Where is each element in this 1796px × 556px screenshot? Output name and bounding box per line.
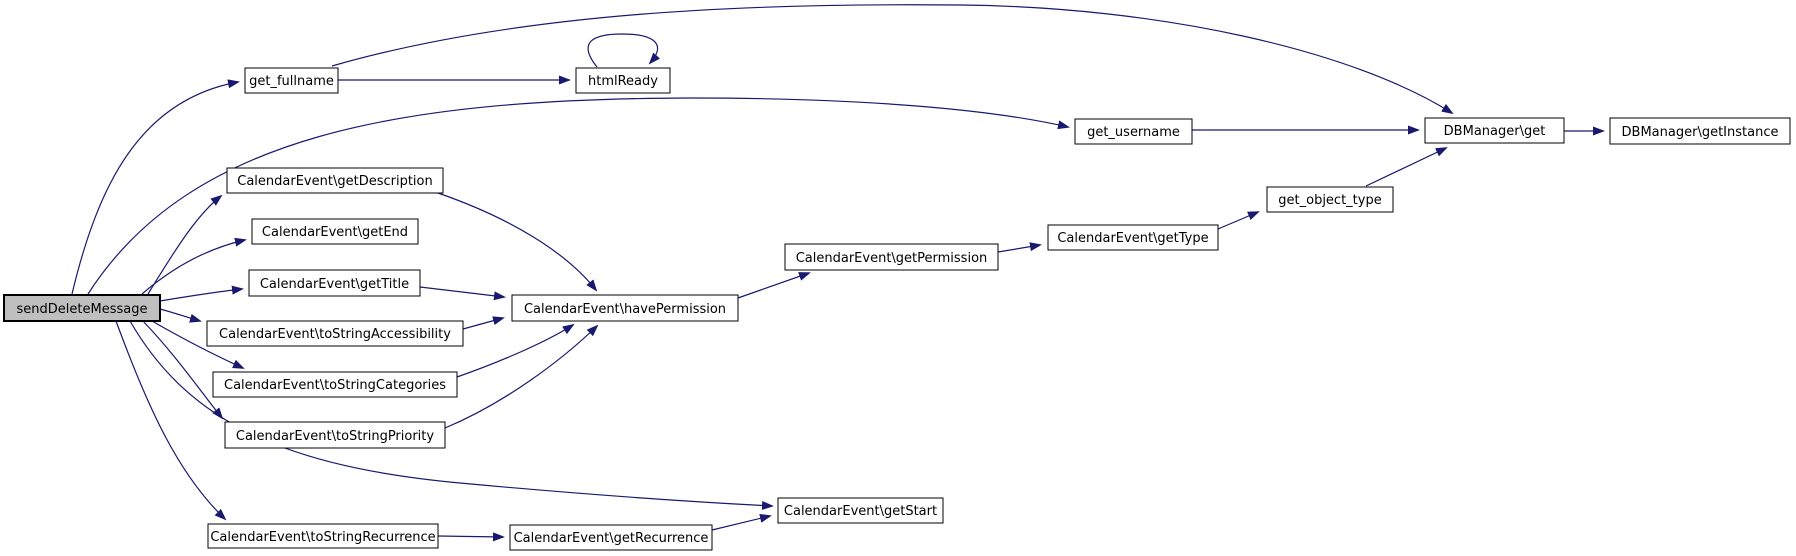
node-label: CalendarEvent\getTitle: [260, 277, 409, 292]
node-box: [206, 320, 464, 347]
node-calendar-event-get-permission[interactable]: CalendarEvent\getPermission: [784, 243, 999, 271]
edge-send-delete-message-to-get-end: [141, 237, 247, 295]
edge-get-title-to-have-permission: [419, 286, 506, 301]
node-box: [777, 497, 944, 524]
edge-to-string-recurrence-to-get-recurrence: [437, 532, 505, 542]
edge-layer: [71, 4, 1605, 542]
node-calendar-event-get-recurrence[interactable]: CalendarEvent\getRecurrence: [509, 524, 713, 551]
edge-to-string-priority-to-have-permission: [444, 324, 599, 429]
node-box: [784, 243, 999, 271]
edge-html-ready-self-loop: [587, 33, 661, 68]
node-get-object-type[interactable]: get_object_type: [1266, 186, 1394, 213]
node-label: CalendarEvent\toStringPriority: [236, 429, 434, 444]
edge-have-permission-to-get-permission: [737, 272, 811, 299]
node-label: CalendarEvent\havePermission: [524, 302, 726, 317]
node-calendar-event-get-title[interactable]: CalendarEvent\getTitle: [248, 269, 421, 297]
node-box: [575, 67, 671, 94]
node-calendar-event-to-string-priority[interactable]: CalendarEvent\toStringPriority: [224, 421, 446, 449]
node-box: [251, 218, 419, 245]
node-box: [226, 167, 444, 194]
node-label: CalendarEvent\toStringCategories: [224, 378, 446, 393]
node-box: [509, 524, 713, 551]
node-calendar-event-to-string-recurrence[interactable]: CalendarEvent\toStringRecurrence: [207, 523, 439, 549]
node-label: get_username: [1087, 125, 1180, 140]
edge-send-delete-message-to-get-fullname: [71, 79, 240, 295]
node-label: CalendarEvent\getEnd: [262, 225, 408, 240]
node-label: CalendarEvent\toStringAccessibility: [219, 327, 451, 342]
edge-get-description-to-have-permission: [437, 192, 598, 292]
node-label: CalendarEvent\getStart: [784, 504, 937, 519]
node-label: get_object_type: [1278, 193, 1381, 208]
edge-send-delete-message-to-get-username: [87, 97, 1070, 295]
edge-send-delete-message-to-to-string-recurrence: [115, 320, 227, 521]
node-html-ready[interactable]: htmlReady: [575, 67, 671, 94]
node-db-manager-get[interactable]: DBManager\get: [1424, 117, 1565, 144]
node-label: sendDeleteMessage: [17, 302, 148, 317]
node-send-delete-message[interactable]: sendDeleteMessage: [3, 294, 161, 322]
node-label: DBManager\getInstance: [1622, 125, 1779, 140]
node-label: get_fullname: [249, 74, 334, 89]
node-label: CalendarEvent\getRecurrence: [514, 531, 709, 546]
node-label: CalendarEvent\getDescription: [237, 174, 432, 189]
edge-get-type-to-get-object-type: [1217, 211, 1260, 230]
node-calendar-event-get-end[interactable]: CalendarEvent\getEnd: [251, 218, 419, 245]
node-layer: sendDeleteMessage get_fullname htmlReady…: [3, 67, 1791, 551]
edge-send-delete-message-to-get-description: [147, 194, 223, 295]
edge-send-delete-message-to-to-string-categories: [151, 320, 245, 369]
edge-send-delete-message-to-to-string-accessibility: [159, 308, 202, 323]
node-get-username[interactable]: get_username: [1074, 118, 1193, 145]
node-get-fullname[interactable]: get_fullname: [244, 67, 339, 94]
node-calendar-event-get-start[interactable]: CalendarEvent\getStart: [777, 497, 944, 524]
node-box: [248, 269, 421, 297]
node-box: [224, 421, 446, 449]
edge-to-string-categories-to-have-permission: [456, 323, 575, 378]
edge-send-delete-message-to-get-start: [129, 320, 774, 510]
node-box: [212, 371, 458, 398]
node-label: DBManager\get: [1444, 124, 1546, 139]
node-box: [1609, 117, 1791, 145]
node-box: [511, 294, 739, 322]
edge-send-delete-message-to-get-title: [159, 285, 244, 302]
node-box: [207, 523, 439, 549]
edge-get-object-type-to-db-get: [1365, 147, 1448, 187]
node-db-manager-get-instance[interactable]: DBManager\getInstance: [1609, 117, 1791, 145]
node-calendar-event-have-permission[interactable]: CalendarEvent\havePermission: [511, 294, 739, 322]
node-label: CalendarEvent\toStringRecurrence: [210, 530, 435, 545]
node-label: htmlReady: [588, 74, 658, 89]
edge-to-string-accessibility-to-have-permission: [462, 316, 505, 330]
node-box: [244, 67, 339, 94]
node-box: [3, 294, 161, 322]
node-box: [1074, 118, 1193, 145]
edge-get-permission-to-get-type: [997, 242, 1042, 253]
node-calendar-event-to-string-categories[interactable]: CalendarEvent\toStringCategories: [212, 371, 458, 398]
edge-get-fullname-to-db-get: [331, 4, 1454, 115]
node-box: [1047, 224, 1219, 251]
node-label: CalendarEvent\getType: [1057, 231, 1208, 246]
node-box: [1266, 186, 1394, 213]
node-calendar-event-get-type[interactable]: CalendarEvent\getType: [1047, 224, 1219, 251]
edge-get-recurrence-to-get-start: [711, 513, 772, 531]
node-calendar-event-to-string-accessibility[interactable]: CalendarEvent\toStringAccessibility: [206, 320, 464, 347]
node-label: CalendarEvent\getPermission: [796, 251, 988, 266]
node-calendar-event-get-description[interactable]: CalendarEvent\getDescription: [226, 167, 444, 194]
node-box: [1424, 117, 1565, 144]
edge-send-delete-message-to-to-string-priority: [142, 320, 224, 420]
